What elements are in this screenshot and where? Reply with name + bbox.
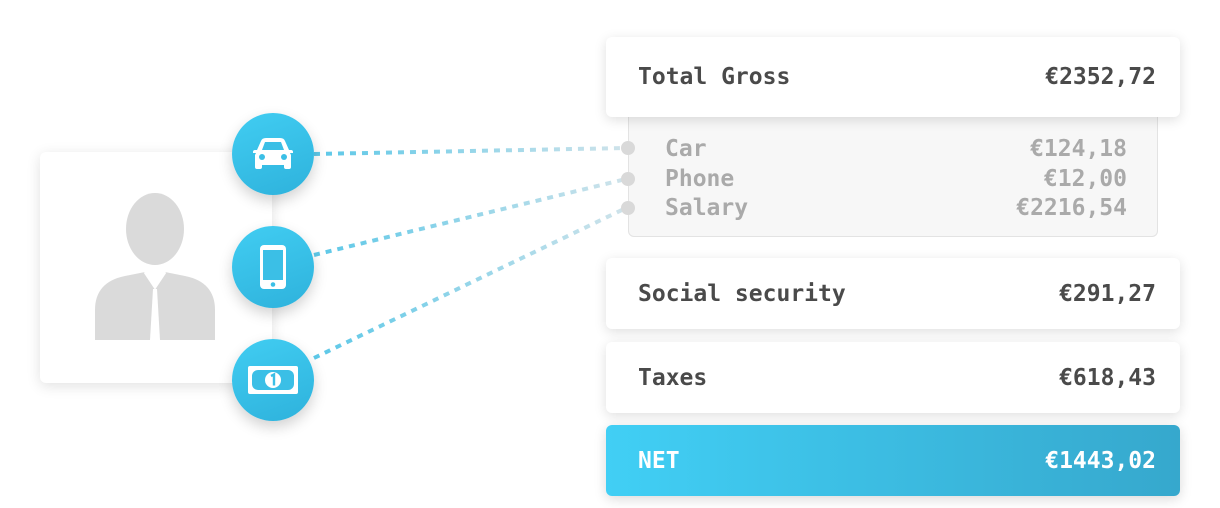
breakdown-label: Phone	[665, 166, 735, 192]
breakdown-value: €12,00	[1043, 166, 1127, 192]
net-row: NET €1443,02	[606, 425, 1180, 496]
connector-salary	[313, 206, 627, 360]
breakdown-row-car: Car €124,18	[665, 134, 1127, 164]
connector-car	[313, 146, 627, 156]
social-security-label: Social security	[638, 280, 846, 307]
gross-breakdown-panel: Car €124,18 Phone €12,00 Salary €2216,54	[628, 117, 1158, 237]
net-label: NET	[638, 447, 680, 474]
car-income-button[interactable]	[232, 113, 314, 195]
salary-income-button[interactable]	[232, 339, 314, 421]
banknote-icon	[248, 366, 298, 394]
taxes-value: €618,43	[1059, 364, 1156, 391]
employee-card	[40, 152, 272, 383]
total-gross-label: Total Gross	[638, 64, 791, 90]
total-gross-row: Total Gross €2352,72	[606, 37, 1180, 117]
phone-income-button[interactable]	[232, 226, 314, 308]
connector-phone	[313, 177, 627, 257]
person-silhouette-icon	[95, 193, 215, 340]
total-gross-value: €2352,72	[1045, 64, 1156, 90]
breakdown-value: €2216,54	[1016, 195, 1127, 221]
breakdown-label: Salary	[665, 195, 749, 221]
car-icon	[253, 138, 293, 169]
taxes-row: Taxes €618,43	[606, 342, 1180, 413]
breakdown-row-salary: Salary €2216,54	[665, 193, 1127, 223]
breakdown-row-phone: Phone €12,00	[665, 164, 1127, 194]
net-value: €1443,02	[1045, 447, 1156, 474]
social-security-value: €291,27	[1059, 280, 1156, 307]
taxes-label: Taxes	[638, 364, 708, 391]
breakdown-label: Car	[665, 136, 707, 162]
breakdown-value: €124,18	[1030, 136, 1127, 162]
social-security-row: Social security €291,27	[606, 258, 1180, 329]
phone-icon	[260, 245, 286, 289]
